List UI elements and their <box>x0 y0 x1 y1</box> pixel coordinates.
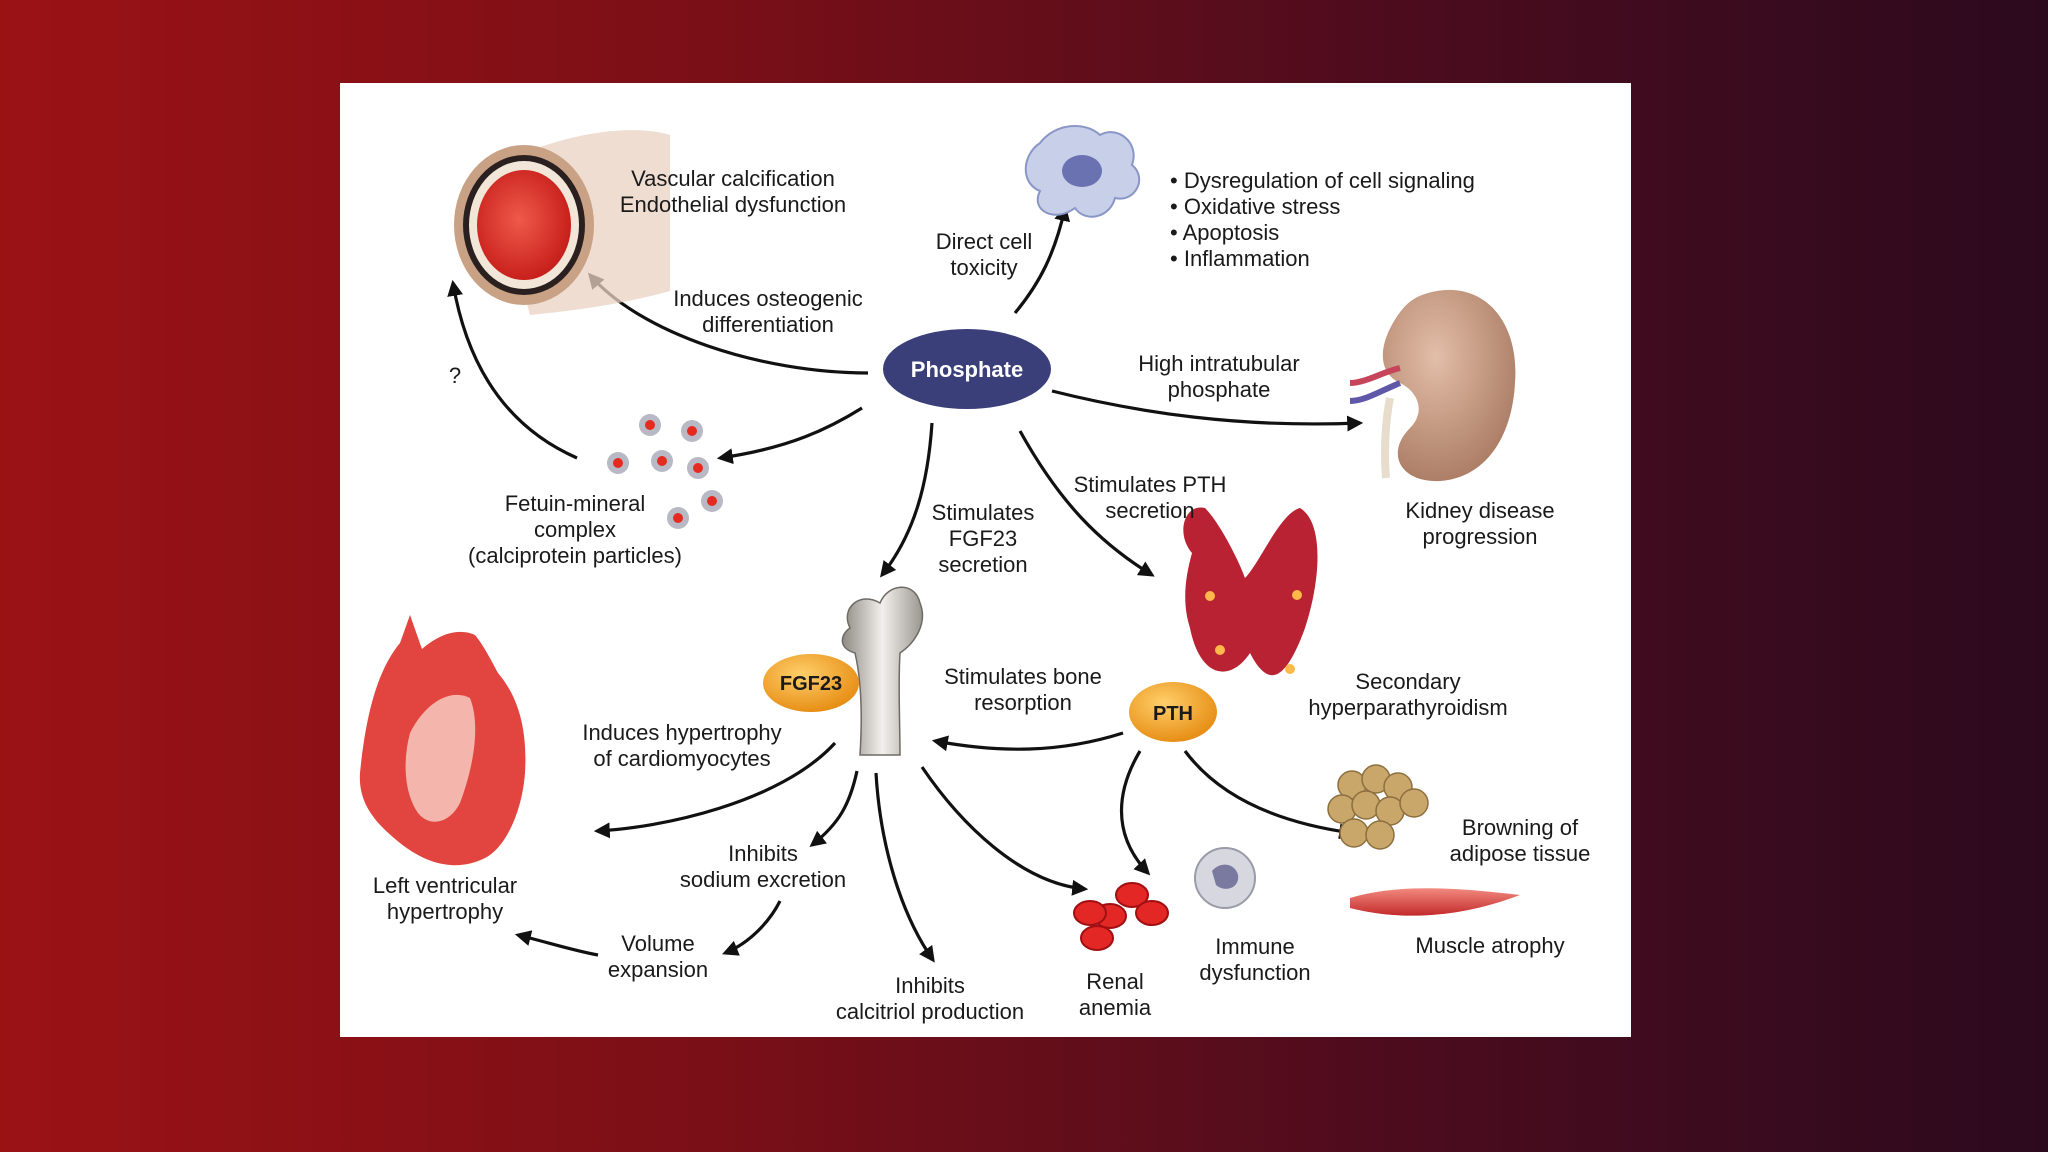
label-browning-of: Browning of <box>1462 815 1579 840</box>
arrow-to-anemia <box>920 766 1089 896</box>
text-labels: Vascular calcification Endothelial dysfu… <box>373 166 1590 1024</box>
label-endothelial-dysfunction: Endothelial dysfunction <box>620 192 846 217</box>
arrow-to-adipose <box>1183 750 1356 840</box>
label-expansion: expansion <box>608 957 708 982</box>
label-complex: complex <box>534 517 616 542</box>
label-direct-cell: Direct cell <box>936 229 1033 254</box>
label-kidney-disease: Kidney disease <box>1405 498 1554 523</box>
arrow-sodium-to-volume <box>722 900 782 956</box>
pth-label: PTH <box>1153 703 1193 725</box>
label-calcitriol-production: calcitriol production <box>836 999 1024 1024</box>
bullet-1: • Dysregulation of cell signaling <box>1170 168 1475 193</box>
adipose-tissue-icon <box>1327 764 1429 850</box>
arrow-to-fgf23 <box>880 422 934 578</box>
immune-cell-icon <box>1194 847 1256 909</box>
label-of-cardiomyocytes: of cardiomyocytes <box>593 746 770 771</box>
label-anemia: anemia <box>1079 995 1152 1020</box>
bullet-4: • Inflammation <box>1170 246 1310 271</box>
diagram-panel: Phosphate FGF23 PTH Vascular calcificati… <box>340 83 1631 1037</box>
arrow-pth-to-anemia <box>1119 750 1151 876</box>
bullet-2: • Oxidative stress <box>1170 194 1340 219</box>
label-question-mark: ? <box>449 363 461 388</box>
label-renal: Renal <box>1086 969 1143 994</box>
label-fgf23: FGF23 <box>949 526 1017 551</box>
label-inhibits-calcitriol: Inhibits <box>895 973 965 998</box>
toxic-cell-icon <box>1024 124 1141 218</box>
pth-node: PTH <box>1129 682 1217 742</box>
arrow-fetuin-to-vascular <box>447 279 578 460</box>
phosphate-node: Phosphate <box>883 329 1051 409</box>
label-hyperparathyroidism: hyperparathyroidism <box>1308 695 1507 720</box>
kidney-icon <box>1349 289 1516 482</box>
label-induces-hypertrophy: Induces hypertrophy <box>582 720 781 745</box>
label-secondary: Secondary <box>1355 669 1460 694</box>
phosphate-pathway-diagram: Phosphate FGF23 PTH Vascular calcificati… <box>359 124 1590 1024</box>
label-stimulates-pth: Stimulates PTH <box>1074 472 1227 497</box>
label-induces-osteogenic: Induces osteogenic <box>673 286 863 311</box>
arrow-to-fetuin <box>716 406 863 465</box>
arrow-to-cell-toxicity <box>1013 204 1071 315</box>
arrows <box>447 204 1364 963</box>
calciprotein-particles-icon <box>607 414 723 529</box>
label-resorption: resorption <box>974 690 1072 715</box>
label-high-intratubular: High intratubular <box>1138 351 1299 376</box>
bullet-3: • Apoptosis <box>1170 220 1279 245</box>
label-vascular-calcification: Vascular calcification <box>631 166 835 191</box>
label-adipose-tissue: adipose tissue <box>1450 841 1591 866</box>
label-inhibits-sodium: Inhibits <box>728 841 798 866</box>
arrow-volume-to-lvh <box>514 930 599 957</box>
label-toxicity: toxicity <box>950 255 1017 280</box>
muscle-icon <box>1350 888 1520 916</box>
label-volume: Volume <box>621 931 694 956</box>
label-left-ventricular: Left ventricular <box>373 873 517 898</box>
arrow-to-calcitriol <box>874 772 935 963</box>
label-differentiation: differentiation <box>702 312 834 337</box>
label-hypertrophy: hypertrophy <box>387 899 503 924</box>
label-progression: progression <box>1423 524 1538 549</box>
artery-icon <box>454 130 670 315</box>
arrow-to-sodium <box>809 770 859 847</box>
label-secretion: secretion <box>938 552 1027 577</box>
phosphate-label: Phosphate <box>911 357 1023 382</box>
label-dysfunction: dysfunction <box>1199 960 1310 985</box>
bone-icon <box>841 586 924 756</box>
label-muscle-atrophy: Muscle atrophy <box>1415 933 1564 958</box>
label-fetuin-mineral: Fetuin-mineral <box>505 491 646 516</box>
heart-icon <box>359 615 526 866</box>
label-stimulates: Stimulates <box>932 500 1035 525</box>
label-stimulates-bone: Stimulates bone <box>944 664 1102 689</box>
arrow-to-kidney <box>1051 389 1364 432</box>
fgf23-label: FGF23 <box>780 673 842 695</box>
arrow-to-pth <box>1018 430 1155 577</box>
arrow-to-heart <box>593 741 837 839</box>
label-phosphate: phosphate <box>1168 377 1271 402</box>
label-sodium-excretion: sodium excretion <box>680 867 846 892</box>
label-immune: Immune <box>1215 934 1294 959</box>
arrow-pth-to-bone <box>931 731 1124 752</box>
label-pth-secretion: secretion <box>1105 498 1194 523</box>
parathyroid-icon <box>1183 507 1318 676</box>
label-calciprotein-particles: (calciprotein particles) <box>468 543 682 568</box>
red-blood-cells-icon <box>1073 882 1169 951</box>
fgf23-node: FGF23 <box>763 654 859 712</box>
